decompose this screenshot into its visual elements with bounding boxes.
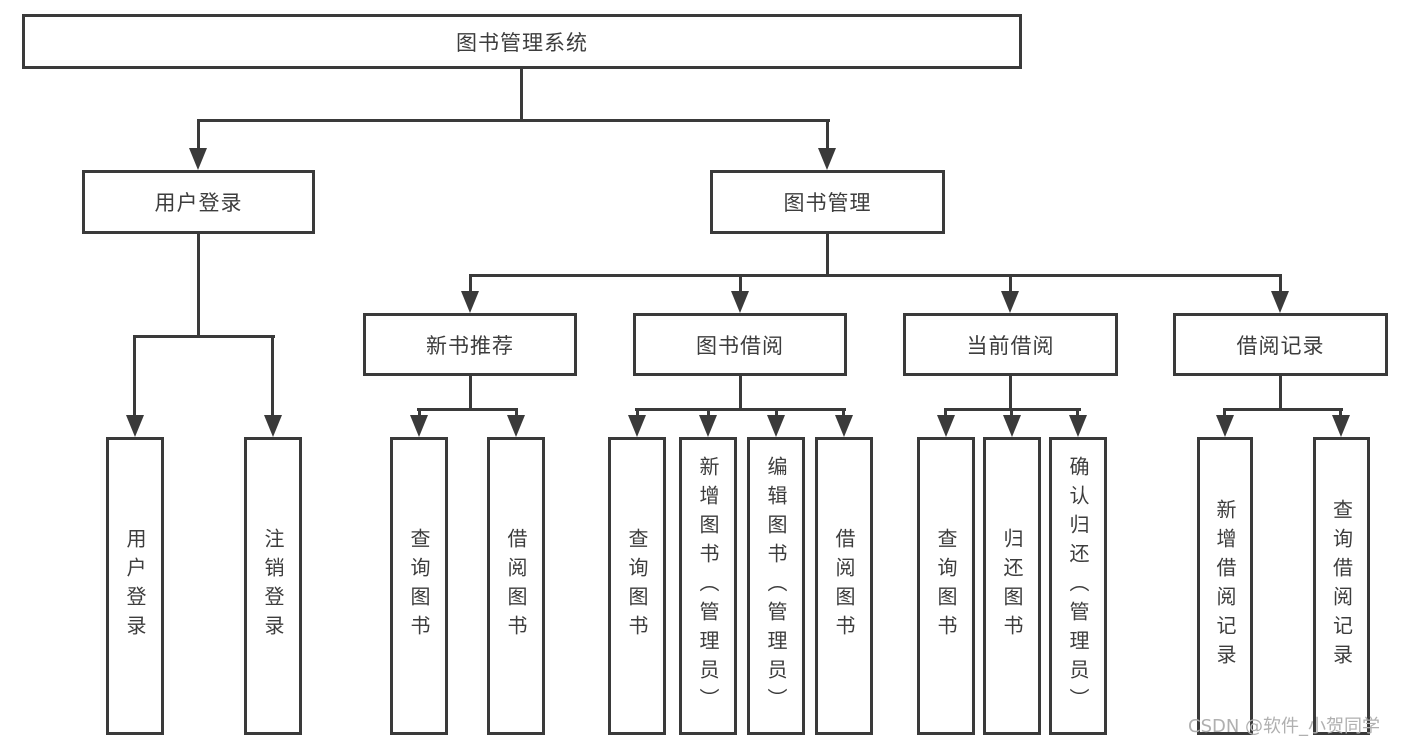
watermark: CSDN @软件_小贺同学	[1188, 716, 1381, 737]
node-current-borrowing: 当前借阅	[903, 313, 1118, 376]
arrow-down-icon	[1003, 415, 1021, 437]
node-label: 查询图书	[934, 528, 958, 644]
arrow-down-icon	[1001, 291, 1019, 313]
node-root: 图书管理系统	[22, 14, 1022, 69]
leaf-borrow-books: 借阅图书	[815, 437, 873, 735]
connector-vline	[271, 335, 274, 417]
connector-vline	[944, 408, 947, 419]
arrow-down-icon	[410, 415, 428, 437]
leaf-borrow-books-recommend: 借阅图书	[487, 437, 545, 735]
connector-vline	[775, 408, 778, 419]
node-label: 图书管理系统	[456, 30, 588, 55]
connector-vline	[197, 119, 200, 150]
node-label: 借阅记录	[1236, 333, 1325, 358]
node-borrowing-records: 借阅记录	[1173, 313, 1388, 376]
node-new-book-recommendation: 新书推荐	[363, 313, 577, 376]
node-label: 查询图书	[625, 528, 649, 644]
arrow-down-icon	[628, 415, 646, 437]
node-label: 注销登录	[261, 528, 285, 644]
connector-vline	[1223, 408, 1226, 419]
connector-vline	[826, 119, 829, 150]
connector-vline	[1010, 408, 1013, 419]
arrow-down-icon	[126, 415, 144, 437]
arrow-down-icon	[699, 415, 717, 437]
node-user-login: 用户登录	[82, 170, 315, 234]
connector-vline	[739, 274, 742, 295]
connector-vline	[1339, 408, 1342, 419]
arrow-down-icon	[937, 415, 955, 437]
leaf-logout: 注销登录	[244, 437, 302, 735]
node-label: 编辑图书（管理员）	[764, 455, 788, 717]
connector-vline	[515, 408, 518, 419]
node-label: 归还图书	[1000, 528, 1024, 644]
node-label: 确认归还（管理员）	[1066, 455, 1090, 717]
connector-vline	[1076, 408, 1079, 419]
node-label: 查询借阅记录	[1329, 499, 1354, 673]
leaf-user-login: 用户登录	[106, 437, 164, 735]
arrow-down-icon	[731, 291, 749, 313]
node-label: 用户登录	[123, 528, 147, 644]
node-label: 图书借阅	[696, 333, 784, 358]
leaf-query-books-current: 查询图书	[917, 437, 975, 735]
arrow-down-icon	[1216, 415, 1234, 437]
arrow-down-icon	[767, 415, 785, 437]
leaf-return-books: 归还图书	[983, 437, 1041, 735]
connector-vline	[842, 408, 845, 419]
connector-hline	[133, 335, 275, 338]
arrow-down-icon	[1332, 415, 1350, 437]
node-label: 新增借阅记录	[1213, 499, 1237, 673]
connector-hline	[1223, 408, 1343, 411]
connector-hline	[417, 408, 518, 411]
node-label: 图书管理	[783, 191, 872, 215]
connector-vline	[469, 376, 472, 410]
node-label: 查询图书	[407, 528, 431, 644]
connector-vline	[418, 408, 421, 419]
arrow-down-icon	[189, 148, 207, 170]
leaf-add-book-admin: 新增图书（管理员）	[679, 437, 737, 735]
arrow-down-icon	[1271, 291, 1289, 313]
node-label: 当前借阅	[966, 333, 1055, 358]
arrow-down-icon	[507, 415, 525, 437]
connector-vline	[1009, 376, 1012, 410]
connector-hline	[635, 408, 846, 411]
leaf-add-borrow-record: 新增借阅记录	[1197, 437, 1253, 735]
node-label: 新书推荐	[426, 333, 514, 358]
leaf-query-borrow-record: 查询借阅记录	[1313, 437, 1370, 735]
connector-vline	[1279, 274, 1282, 295]
arrow-down-icon	[461, 291, 479, 313]
node-label: 借阅图书	[504, 528, 528, 644]
connector-vline	[1009, 274, 1012, 295]
connector-vline	[636, 408, 639, 419]
arrow-down-icon	[1069, 415, 1087, 437]
connector-vline	[707, 408, 710, 419]
connector-vline	[197, 234, 200, 338]
arrow-down-icon	[835, 415, 853, 437]
connector-hline	[469, 274, 1282, 277]
arrow-down-icon	[264, 415, 282, 437]
node-book-borrowing: 图书借阅	[633, 313, 847, 376]
node-label: 用户登录	[154, 191, 243, 215]
node-book-management: 图书管理	[710, 170, 945, 234]
connector-vline	[1279, 376, 1282, 410]
connector-vline	[133, 335, 136, 417]
node-label: 新增图书（管理员）	[696, 455, 720, 717]
connector-vline	[739, 376, 742, 410]
connector-hline	[197, 119, 830, 122]
leaf-query-books-borrow: 查询图书	[608, 437, 666, 735]
connector-vline	[826, 234, 829, 276]
node-label: 借阅图书	[832, 528, 856, 644]
connector-vline	[520, 69, 523, 120]
leaf-edit-book-admin: 编辑图书（管理员）	[747, 437, 805, 735]
leaf-query-books-recommend: 查询图书	[390, 437, 448, 735]
connector-vline	[469, 274, 472, 295]
leaf-confirm-return-admin: 确认归还（管理员）	[1049, 437, 1107, 735]
arrow-down-icon	[818, 148, 836, 170]
